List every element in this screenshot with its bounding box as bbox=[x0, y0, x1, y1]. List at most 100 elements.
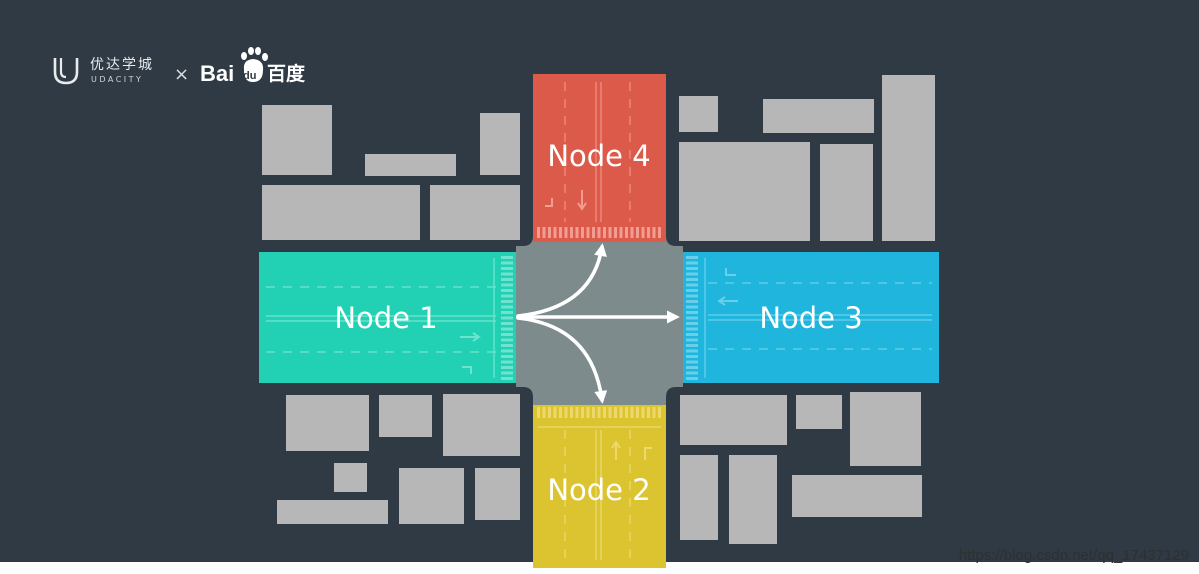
crosswalk-stripe bbox=[686, 300, 698, 303]
watermark-url: https://blog.csdn.net/qq_17437129 bbox=[959, 547, 1189, 564]
building bbox=[365, 154, 456, 176]
crosswalk-stripe bbox=[586, 227, 590, 238]
baidu-chinese-name: 百度 bbox=[267, 62, 306, 85]
crosswalk-stripe bbox=[686, 338, 698, 342]
crosswalk-stripe bbox=[501, 283, 513, 287]
node-3-road: Node 3 bbox=[683, 252, 939, 383]
building bbox=[796, 395, 842, 429]
building bbox=[882, 75, 935, 241]
baidu-logo: Bai du 百度 bbox=[200, 47, 306, 86]
crosswalk-stripe bbox=[686, 344, 698, 347]
crosswalk-stripe bbox=[686, 305, 698, 309]
turn-arrow-icon bbox=[644, 447, 652, 460]
crosswalk-stripe bbox=[501, 267, 513, 270]
udacity-chinese-name: 优达学城 bbox=[90, 57, 154, 73]
crosswalk-stripe bbox=[686, 371, 698, 375]
crosswalk-stripe bbox=[652, 227, 656, 238]
building bbox=[475, 468, 520, 520]
node-1-road: Node 1 bbox=[259, 252, 516, 383]
crosswalk-stripe bbox=[608, 227, 612, 238]
crosswalk-stripe bbox=[686, 355, 698, 358]
udacity-english-name: UDACITY bbox=[91, 75, 143, 84]
crosswalk-stripe bbox=[686, 377, 698, 380]
crosswalk-stripe bbox=[686, 256, 698, 259]
udacity-u-icon bbox=[53, 58, 79, 85]
crosswalk-stripe bbox=[686, 349, 698, 353]
crosswalk-stripe bbox=[652, 407, 656, 418]
building bbox=[679, 142, 810, 241]
intersection bbox=[516, 230, 683, 408]
crosswalk-stripe bbox=[619, 407, 623, 418]
crosswalk-stripe bbox=[553, 227, 557, 238]
route-arrow-to-node-4 bbox=[516, 243, 607, 318]
building bbox=[277, 500, 388, 524]
crosswalk-stripe bbox=[592, 227, 595, 238]
turn-arrow-icon bbox=[545, 198, 553, 207]
crosswalk-stripe bbox=[537, 407, 540, 418]
node-2-segment bbox=[533, 405, 666, 568]
building bbox=[443, 394, 520, 456]
crosswalk-stripe bbox=[501, 300, 513, 303]
crosswalk-stripe bbox=[542, 227, 546, 238]
crosswalk-stripe bbox=[592, 407, 595, 418]
building bbox=[262, 185, 420, 240]
building bbox=[286, 395, 369, 451]
crosswalk-stripe bbox=[686, 322, 698, 325]
crosswalk-stripe bbox=[686, 272, 698, 276]
building bbox=[334, 463, 367, 492]
crosswalk-stripe bbox=[614, 407, 617, 418]
node-2-label: Node 2 bbox=[547, 473, 650, 507]
node-2-road: Node 2 bbox=[533, 405, 666, 568]
building bbox=[480, 113, 520, 175]
crosswalk-stripe bbox=[686, 360, 698, 364]
crosswalk-stripe bbox=[686, 278, 698, 281]
building bbox=[430, 185, 520, 240]
baidu-paw-icon bbox=[241, 47, 268, 82]
crosswalk-stripe bbox=[570, 407, 573, 418]
crosswalk-stripe bbox=[501, 360, 513, 364]
crosswalk-stripe bbox=[636, 227, 639, 238]
crosswalk-stripe bbox=[686, 327, 698, 331]
crosswalk-stripe bbox=[501, 305, 513, 309]
building bbox=[680, 395, 787, 445]
route-arrows bbox=[516, 243, 680, 404]
crosswalk-stripe bbox=[597, 227, 601, 238]
crosswalk-stripe bbox=[501, 333, 513, 336]
node-1-label: Node 1 bbox=[334, 301, 437, 335]
logo-separator: × bbox=[174, 64, 189, 85]
node-1-segment bbox=[259, 252, 516, 383]
crosswalk-stripe bbox=[501, 289, 513, 292]
building bbox=[399, 468, 464, 524]
crosswalk-stripe bbox=[586, 407, 590, 418]
crosswalk-stripe bbox=[603, 227, 606, 238]
crosswalk-stripe bbox=[564, 227, 568, 238]
crosswalk-stripe bbox=[537, 227, 540, 238]
crosswalk-stripe bbox=[548, 227, 551, 238]
crosswalk-stripe bbox=[501, 322, 513, 325]
crosswalk-stripe bbox=[564, 407, 568, 418]
turn-arrow-icon bbox=[462, 366, 472, 374]
crosswalk-stripe bbox=[625, 407, 628, 418]
crosswalk-stripe bbox=[501, 261, 513, 265]
up-arrow-icon bbox=[611, 440, 621, 460]
crosswalk-stripe bbox=[553, 407, 557, 418]
left-arrow-icon bbox=[717, 296, 738, 306]
crosswalk-stripe bbox=[501, 355, 513, 358]
crosswalk-stripe bbox=[575, 407, 579, 418]
crosswalk-stripe bbox=[501, 272, 513, 276]
crosswalk-stripe bbox=[686, 311, 698, 314]
crosswalk-stripe bbox=[501, 349, 513, 353]
crosswalk-stripe bbox=[570, 227, 573, 238]
crosswalk-stripe bbox=[501, 278, 513, 281]
crosswalk-stripe bbox=[636, 407, 639, 418]
crosswalk-stripe bbox=[658, 227, 661, 238]
building bbox=[850, 392, 921, 466]
crosswalk-stripe bbox=[501, 327, 513, 331]
building bbox=[680, 455, 718, 540]
crosswalk-stripe bbox=[501, 316, 513, 320]
crosswalk-stripe bbox=[625, 227, 628, 238]
crosswalk-stripe bbox=[686, 366, 698, 369]
node-4-road: Node 4 bbox=[533, 74, 666, 242]
down-arrow-icon bbox=[577, 190, 587, 211]
